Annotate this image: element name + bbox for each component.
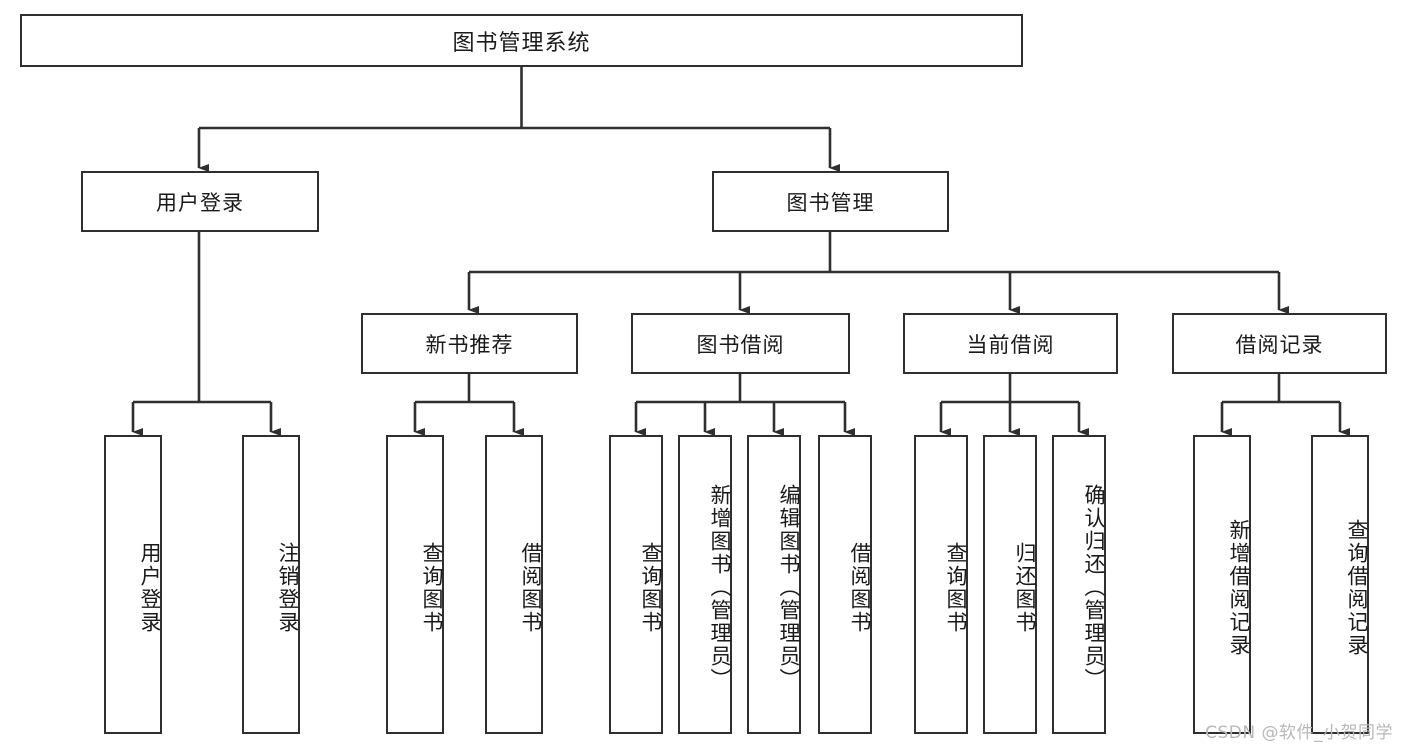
leaf-nb-query-book[interactable]: 查询图书	[386, 435, 444, 734]
node-label: 用户登录	[156, 190, 244, 215]
node-label: 新增图书（管理员）	[708, 484, 732, 691]
node-user-login[interactable]: 用户登录	[81, 171, 319, 232]
leaf-cb-return-book[interactable]: 归还图书	[983, 435, 1037, 734]
node-book-borrow[interactable]: 图书借阅	[631, 313, 850, 374]
node-new-book-recommend[interactable]: 新书推荐	[361, 313, 578, 374]
node-label: 注销登录	[276, 541, 300, 634]
leaf-cb-confirm-return-admin[interactable]: 确认归还（管理员）	[1052, 435, 1106, 734]
leaf-br-add-record[interactable]: 新增借阅记录	[1193, 435, 1251, 734]
leaf-bb-add-book-admin[interactable]: 新增图书（管理员）	[678, 435, 732, 734]
node-label: 查询图书	[944, 541, 968, 634]
node-label: 确认归还（管理员）	[1082, 484, 1106, 691]
node-label: 编辑图书（管理员）	[777, 484, 801, 691]
node-label: 图书管理	[786, 190, 875, 215]
node-label: 图书借阅	[696, 332, 785, 357]
leaf-br-query-record[interactable]: 查询借阅记录	[1311, 435, 1369, 734]
node-label: 图书管理系统	[452, 30, 591, 56]
leaf-bb-borrow-book[interactable]: 借阅图书	[818, 435, 872, 734]
node-label: 用户登录	[138, 541, 162, 634]
node-root-book-management-system[interactable]: 图书管理系统	[20, 14, 1023, 67]
leaf-bb-query-book[interactable]: 查询图书	[609, 435, 663, 734]
node-book-management[interactable]: 图书管理	[712, 171, 949, 232]
leaf-user-login[interactable]: 用户登录	[104, 435, 162, 734]
node-label: 借阅图书	[848, 541, 872, 634]
node-current-borrow[interactable]: 当前借阅	[903, 313, 1118, 374]
node-label: 查询图书	[639, 541, 663, 634]
node-label: 新增借阅记录	[1227, 518, 1251, 657]
node-label: 借阅图书	[519, 541, 543, 634]
node-label: 归还图书	[1013, 541, 1037, 634]
node-label: 借阅记录	[1235, 332, 1324, 357]
leaf-logout[interactable]: 注销登录	[242, 435, 300, 734]
leaf-nb-borrow-book[interactable]: 借阅图书	[485, 435, 543, 734]
node-label: 新书推荐	[425, 332, 514, 357]
node-borrow-record[interactable]: 借阅记录	[1172, 313, 1387, 374]
node-label: 查询图书	[420, 541, 444, 634]
node-label: 当前借阅	[966, 332, 1055, 357]
node-label: 查询借阅记录	[1345, 518, 1369, 657]
leaf-cb-query-book[interactable]: 查询图书	[914, 435, 968, 734]
leaf-bb-edit-book-admin[interactable]: 编辑图书（管理员）	[747, 435, 801, 734]
